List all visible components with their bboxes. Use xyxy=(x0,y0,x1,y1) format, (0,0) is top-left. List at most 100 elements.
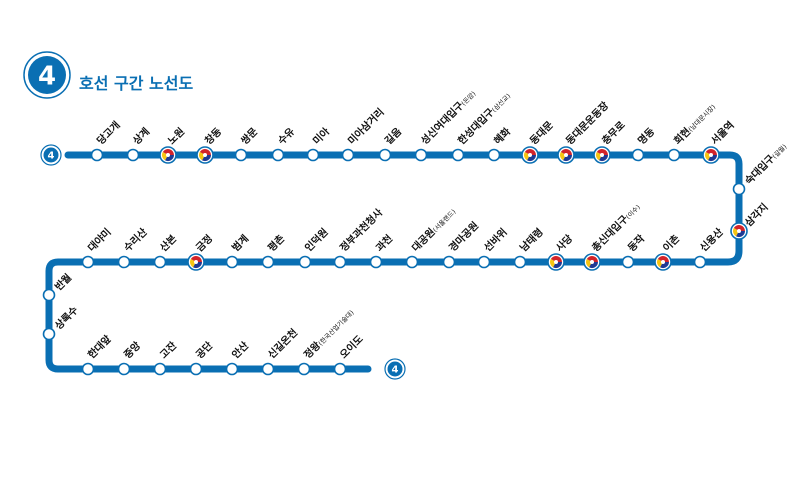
station-label: 한대앞 xyxy=(85,332,114,361)
station-name: 수유 xyxy=(276,126,298,148)
station-name: 선바위 xyxy=(481,225,510,254)
transfer-red-segment xyxy=(705,148,718,155)
station-name: 한대앞 xyxy=(85,332,114,361)
station-name: 상계 xyxy=(130,125,152,147)
transfer-core xyxy=(564,153,568,157)
station-name: 고잔 xyxy=(157,338,180,361)
station-label: 동대문 xyxy=(527,118,556,147)
station-name: 남태령 xyxy=(517,225,546,254)
station-name: 길음 xyxy=(382,125,404,147)
station-label: 혜화 xyxy=(491,124,514,147)
transfer-red-segment xyxy=(199,148,211,155)
station-marker xyxy=(153,255,167,269)
station-marker xyxy=(477,255,491,269)
station[interactable]: 성신여대입구(돈암) xyxy=(414,87,479,162)
station-label: 인덕원 xyxy=(302,225,331,254)
station-name: 명동 xyxy=(635,125,657,147)
start-terminal-badge: 4 xyxy=(40,144,62,166)
transfer-core xyxy=(554,260,558,264)
transfer-yellow-segment xyxy=(732,228,739,237)
station-name: 삼각지 xyxy=(742,200,771,229)
station-name: 동대문 xyxy=(527,118,556,147)
route-line xyxy=(45,151,743,373)
station-label: 노원 xyxy=(165,125,187,147)
station-label: 창동 xyxy=(202,125,224,147)
station-label: 선바위 xyxy=(481,225,510,254)
end-badge-inner xyxy=(387,361,403,377)
station-label: 중앙 xyxy=(122,339,144,361)
station-name: 공단 xyxy=(193,338,216,361)
station-marker xyxy=(261,255,275,269)
station-name: 금정 xyxy=(193,232,215,254)
station-marker xyxy=(405,255,419,269)
station[interactable]: 정왕(한국산업기술대) xyxy=(297,306,357,376)
station-name: 수리산 xyxy=(121,225,150,254)
station-label: 금정 xyxy=(193,232,215,254)
station-marker xyxy=(341,148,355,162)
station-label: 숙대입구(갈월) xyxy=(742,140,789,187)
end-terminal-badge: 4 xyxy=(384,358,406,380)
station-label: 충무로 xyxy=(599,118,628,147)
station-subname: (삼선교) xyxy=(490,91,513,114)
station-label: 삼각지 xyxy=(742,200,771,229)
station-label: 동작 xyxy=(625,231,648,254)
transfer-red-segment xyxy=(190,255,202,262)
station-label: 서울역 xyxy=(708,118,737,147)
station-label: 수리산 xyxy=(121,225,150,254)
end-badge-number: 4 xyxy=(392,365,399,376)
station-marker xyxy=(451,148,465,162)
transfer-red-segment xyxy=(550,255,562,262)
station-name: 미아삼거리 xyxy=(345,105,387,147)
transfer-yellow-segment xyxy=(198,152,205,161)
station-marker xyxy=(667,148,681,162)
line-number: 4 xyxy=(38,62,56,92)
station-name: 신길온천 xyxy=(265,326,300,361)
transfer-red-segment xyxy=(524,148,537,155)
station-label: 과천 xyxy=(373,232,395,254)
station-marker xyxy=(90,148,104,162)
station-label: 수유 xyxy=(276,126,298,148)
transfer-core xyxy=(737,229,741,233)
station-marker xyxy=(81,255,95,269)
station-marker xyxy=(732,182,746,196)
transfer-core xyxy=(528,153,532,157)
station-name: 쌍문 xyxy=(238,125,260,147)
station-marker xyxy=(225,362,239,376)
station-marker xyxy=(225,255,239,269)
station-label: 남태령 xyxy=(517,225,546,254)
station-name: 이촌 xyxy=(660,232,682,254)
diagram-title: 호선 구간 노선도 xyxy=(79,74,193,93)
station-name: 산본 xyxy=(157,232,179,254)
station-name: 안산 xyxy=(229,338,252,361)
station-marker xyxy=(189,362,203,376)
station-marker xyxy=(117,362,131,376)
station-marker xyxy=(42,327,56,341)
station-name: 총신대입구 xyxy=(589,212,631,254)
station[interactable]: 노원 xyxy=(159,125,187,164)
station-label: 미아삼거리 xyxy=(345,105,387,147)
station-label: 공단 xyxy=(193,338,216,361)
station-label: 범계 xyxy=(229,232,251,254)
transfer-red-segment xyxy=(596,148,608,155)
station-label: 산본 xyxy=(157,232,179,254)
station-label: 쌍문 xyxy=(238,125,260,147)
station-name: 당고개 xyxy=(94,118,123,147)
station-subname: (돈암) xyxy=(460,90,478,108)
station-name: 미아 xyxy=(310,124,333,147)
station-label: 경마공원 xyxy=(446,219,481,254)
transfer-red-segment xyxy=(162,148,174,155)
station-marker xyxy=(42,288,56,302)
station-label: 대야미 xyxy=(85,225,114,254)
station-marker xyxy=(117,255,131,269)
station-label: 안산 xyxy=(229,338,252,361)
station-marker xyxy=(271,148,285,162)
station-marker xyxy=(333,255,347,269)
station-name: 충무로 xyxy=(599,118,628,147)
station-name: 서울역 xyxy=(708,118,737,147)
station-subname: (남대문시장) xyxy=(686,102,717,133)
station-label: 상계 xyxy=(130,125,152,147)
station-label: 미아 xyxy=(310,124,333,147)
station-name: 대야미 xyxy=(85,225,114,254)
station-name: 노원 xyxy=(165,125,187,147)
